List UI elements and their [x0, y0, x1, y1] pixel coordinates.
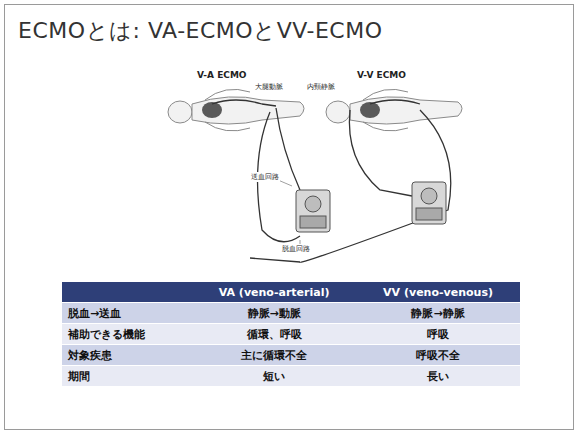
table-cell: 長い [356, 366, 520, 386]
row-header-cell: 脱血→送血 [62, 303, 192, 323]
table-cell: 短い [192, 366, 356, 386]
row-header-cell: 期間 [62, 366, 192, 386]
table-cell: 呼吸 [356, 324, 520, 344]
table-row: 脱血→送血静脈→動脈静脈→静脈 [62, 303, 520, 323]
row-header-cell: 補助できる機能 [62, 324, 192, 344]
circuit-label: 脱血回路 [281, 244, 311, 254]
table-header-row: VA (veno-arterial)VV (veno-venous) [62, 282, 520, 302]
figure-heading: V-A ECMO [196, 70, 248, 80]
circuit-label: 送血回路 [250, 172, 280, 182]
table-header-cell: VA (veno-arterial) [192, 282, 356, 302]
table-row: 期間短い長い [62, 366, 520, 386]
table-cell: 静脈→静脈 [356, 303, 520, 323]
vessel-label: 内頸静脈 [306, 82, 336, 92]
table-cell: 静脈→動脈 [192, 303, 356, 323]
table-row: 対象疾患主に循環不全呼吸不全 [62, 345, 520, 365]
vessel-label: 大腿動脈 [254, 82, 284, 92]
comparison-table: VA (veno-arterial)VV (veno-venous)脱血→送血静… [62, 281, 520, 387]
row-header-cell: 対象疾患 [62, 345, 192, 365]
table-cell: 循環、呼吸 [192, 324, 356, 344]
table-row: 補助できる機能循環、呼吸呼吸 [62, 324, 520, 344]
table-cell: 呼吸不全 [356, 345, 520, 365]
table-corner-cell [62, 282, 192, 302]
figure-heading: V-V ECMO [356, 70, 407, 80]
slide-title: ECMOとは: VA-ECMOとVV-ECMO [18, 16, 382, 46]
table-header-cell: VV (veno-venous) [356, 282, 520, 302]
table-cell: 主に循環不全 [192, 345, 356, 365]
